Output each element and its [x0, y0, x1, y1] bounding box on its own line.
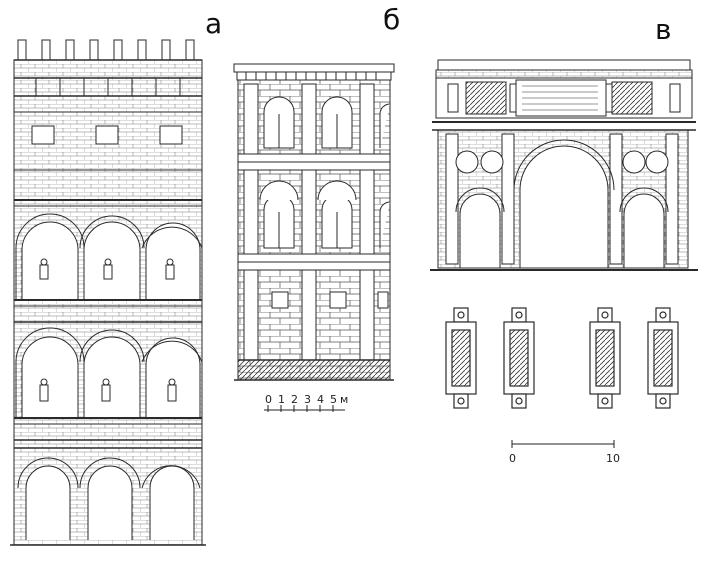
elevation-b [233, 63, 395, 381]
arch-columns [445, 133, 679, 265]
statues-middle [39, 378, 177, 402]
elevation-a [10, 39, 206, 546]
scale-b-tick-5: 5 [330, 393, 337, 406]
arch-openings [459, 145, 665, 269]
label-b: б [383, 3, 401, 36]
statues-upper [39, 258, 175, 280]
arcade-upper [14, 213, 203, 307]
windows-middle [259, 180, 391, 249]
arcade-ground [17, 457, 201, 540]
medallions [455, 150, 669, 174]
scale-b-tick-0: 0 [265, 393, 272, 406]
plan-c [445, 307, 679, 409]
battlements [14, 39, 202, 61]
scale-b-unit: м [340, 393, 348, 406]
scale-c-end: 10 [606, 452, 620, 465]
attic-reliefs [447, 79, 681, 117]
pier-1 [445, 307, 477, 409]
scale-b-tick-3: 3 [304, 393, 311, 406]
windows-ground [271, 291, 389, 309]
pier-4 [647, 307, 679, 409]
label-c: в [655, 13, 672, 46]
scale-b-tick-2: 2 [291, 393, 298, 406]
label-a: а [205, 7, 223, 40]
elevation-c [430, 59, 698, 271]
arcade-middle [14, 327, 203, 425]
pier-2 [503, 307, 535, 409]
pilasters [243, 83, 375, 361]
pier-3 [589, 307, 621, 409]
scale-c-start: 0 [509, 452, 516, 465]
scale-b-tick-4: 4 [317, 393, 324, 406]
windows-top [263, 96, 391, 149]
scale-bar-b [264, 405, 345, 412]
scale-bar-c [511, 440, 615, 448]
scale-b-tick-1: 1 [278, 393, 285, 406]
